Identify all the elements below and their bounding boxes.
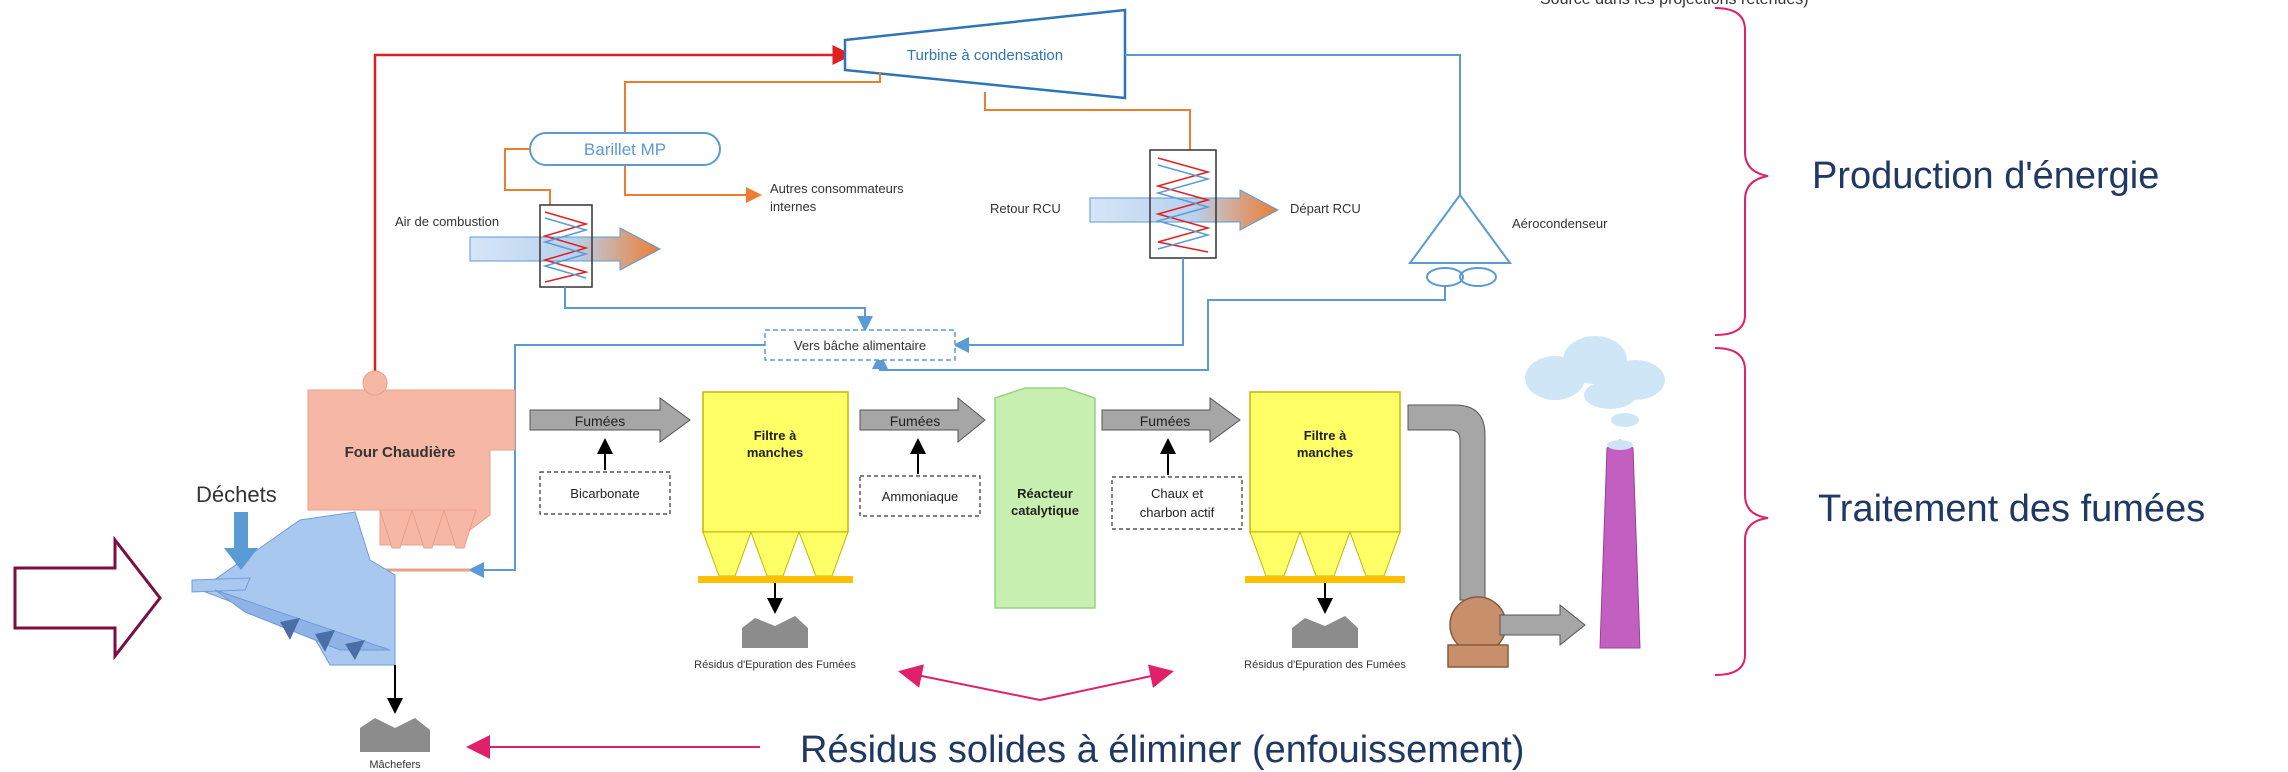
traitement-brace [1714,347,1769,676]
filtre-2-body [1249,391,1401,533]
extraction-line [624,72,881,203]
filtre-1-hopper-2 [750,531,800,577]
feedwater-line [468,344,765,578]
arrow-to-residus-2 [1039,664,1174,701]
residue-pile-2 [1292,616,1358,648]
air-coil-red [542,211,589,283]
exhaust-duct [1407,404,1486,601]
filtre-2-hopper-3 [1349,531,1401,577]
aero-condensate-line [872,286,1446,371]
turbine-shape [843,8,1127,100]
dechets-arrow-shaft [234,512,248,548]
air-combustion-arrow [469,227,662,271]
rcu-coil-blue [1155,164,1211,250]
traitement-label: Traitement des fumées [1818,488,2205,530]
four-chaudiere-label: Four Chaudière [345,444,456,461]
filtre-1-label-line2: manches [747,445,803,460]
fan-base [1447,644,1509,668]
depart-rcu-label: Départ RCU [1290,201,1361,216]
reacteur-shape [994,387,1096,609]
production-label: Production d'énergie [1812,155,2159,197]
grate-tooth-1 [280,618,300,640]
rcu-arrow [1089,189,1280,231]
waste-input-arrow [13,535,162,661]
aerocondenseur-fan-left [1426,267,1464,287]
steam-line [373,45,853,378]
dechets-label: Déchets [196,482,277,507]
bicarbonate-label: Bicarbonate [570,486,639,501]
furnace-grate-shape [198,511,396,666]
exhaust-pipe [1125,54,1461,195]
turbine-label: Turbine à condensation [907,47,1063,64]
autres-consommateurs-line1: Autres consommateurs [770,181,904,196]
bicarbonate-box [539,471,671,515]
barillet-to-air-line [504,148,551,205]
aerocondenseur-fan-right [1459,267,1497,287]
fumees-label-1: Fumées [575,413,626,429]
machefers-pile [360,718,430,752]
rcu-steam-line [984,92,1191,150]
grate-ramp [214,589,391,651]
fumees-arrow-2 [859,396,986,444]
chaux-box [1111,476,1243,530]
filtre-1-hopper-3 [798,531,849,577]
filtre-2-label-line2: manches [1297,445,1353,460]
barillet-label: Barillet MP [584,140,666,159]
air-combustion-label: Air de combustion [395,214,499,229]
residus-label-2: Résidus d'Epuration des Fumées [1244,659,1406,671]
chimney [1599,439,1641,649]
residus-solides-label: Résidus solides à éliminer (enfouissemen… [800,729,1524,771]
rcu-coil-red [1155,157,1211,253]
filtre-1-hopper-1 [702,531,752,577]
autres-consommateurs-line2: internes [770,199,817,214]
ammoniaque-box [859,475,981,517]
bache-label: Vers bâche alimentaire [794,338,926,353]
fumees-arrow-1 [529,397,691,443]
feed-hopper [191,577,251,593]
machefers-label: Mâchefers [369,759,421,771]
retour-rcu-label: Retour RCU [990,201,1061,216]
air-coil-blue [542,217,589,279]
chaux-label-line1: Chaux et [1151,486,1203,501]
grate-tooth-2 [315,630,335,652]
boiler-hopper-1 [379,509,413,549]
fumees-arrow-3 [1101,397,1241,443]
reacteur-label-line1: Réacteur [1017,486,1073,501]
ammoniaque-label: Ammoniaque [882,489,959,504]
fumees-label-2: Fumées [890,413,941,429]
air-condensate-line [564,287,873,332]
dechets-arrow-head [224,548,258,570]
smoke-cloud [1525,336,1665,427]
filtre-1-label-line1: Filtre à [754,428,797,443]
boiler-hopper-2 [411,509,445,549]
chaux-label-line2: charbon actif [1140,505,1215,520]
aerocondenseur-label: Aérocondenseur [1512,216,1608,231]
boiler-drum [362,370,388,396]
fan-outlet-arrow [1499,603,1586,647]
rcu-condensate-line [953,258,1184,353]
reacteur-label-line2: catalytique [1011,503,1079,518]
aerocondenseur-shape [1408,193,1512,264]
grate-tooth-3 [345,640,365,660]
production-brace [1714,7,1769,336]
filtre-2-label-line1: Filtre à [1304,428,1347,443]
filtre-2-hopper-2 [1299,531,1351,577]
residue-pile-1 [742,616,808,648]
filtre-1-body [702,391,849,533]
fumees-label-3: Fumées [1140,413,1191,429]
top-clipped-text: Source dans les projections retenues) [1540,0,1809,8]
filtre-2-collector [1245,576,1405,583]
residus-label-1: Résidus d'Epuration des Fumées [694,659,856,671]
arrow-to-residus-1 [898,664,1041,701]
filtre-1-collector [698,576,853,583]
chimney-top [1607,440,1633,450]
filtre-2-hopper-1 [1249,531,1301,577]
boiler-hopper-3 [443,509,477,549]
